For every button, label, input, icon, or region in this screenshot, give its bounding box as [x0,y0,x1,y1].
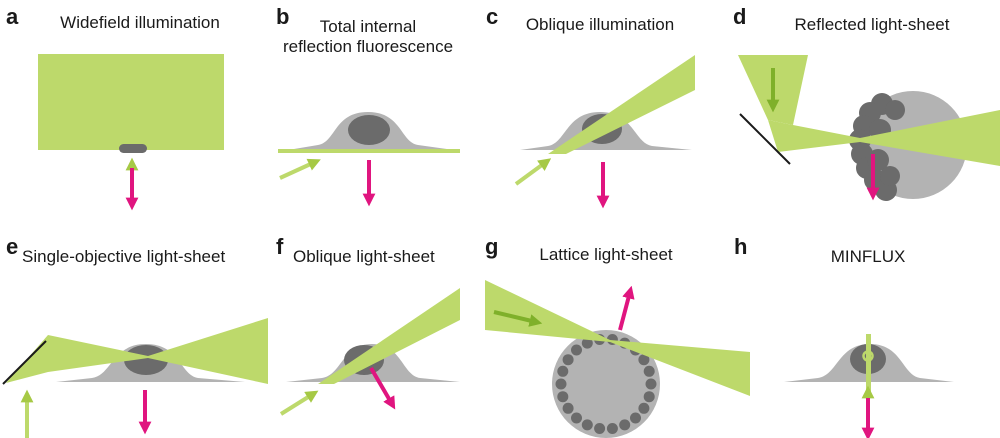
panel-g: g Lattice light-sheet [485,234,750,438]
ring-cell [594,423,606,434]
lattice-light-sheet [485,280,750,396]
ring-cell [619,419,631,431]
panel-b-title-line2: reflection fluorescence [283,37,453,56]
ring-cell [571,344,582,356]
panel-a-label: a [6,4,19,29]
evanescent-field [278,149,460,153]
panel-d-title: Reflected light-sheet [795,15,950,34]
nucleus [124,345,168,375]
panel-a: a Widefield illumination [6,4,224,211]
ring-cell [630,412,641,424]
ring-cell [581,419,593,431]
widefield-illumination-field [38,54,224,150]
panel-f-label: f [276,234,284,259]
panel-h: h MINFLUX [734,234,954,438]
excitation-arrow [279,158,321,180]
panel-c-label: c [486,4,498,29]
panel-d-label: d [733,4,746,29]
nucleus [348,115,390,145]
reflected-light-sheet [768,110,1000,166]
panel-c-title: Oblique illumination [526,15,674,34]
ring-cell [557,391,569,403]
ring-cell [571,412,582,424]
ring-cell [581,337,593,349]
emission-arrow [618,285,635,331]
mirror [2,340,47,385]
panel-b-title-line1: Total internal [320,17,416,36]
oblique-light-sheet [318,288,460,384]
panel-f-title: Oblique light-sheet [293,247,435,266]
emission-arrow [369,366,396,410]
excitation-arrow [493,310,543,327]
excitation-beam [866,334,871,392]
ring-cell [562,354,574,366]
excitation-arrow [279,390,319,416]
ring-cell [606,423,618,434]
panel-g-title: Lattice light-sheet [539,245,673,264]
mirror [739,113,791,165]
ring-cell [562,402,574,414]
cell-cluster [849,93,905,201]
ring-cell [643,391,655,403]
ring-cell [638,402,650,414]
ring-cell [555,378,567,390]
sample [119,144,147,153]
sample-sphere [552,330,660,438]
panel-a-title: Widefield illumination [60,13,220,32]
oblique-beam [548,55,695,154]
ring-cell [557,365,569,377]
ring-cell [645,378,657,390]
ring-cell [638,354,650,366]
light-sheet [6,318,268,384]
panel-b: b Total internal reflection fluorescence [276,4,460,207]
panel-h-label: h [734,234,747,259]
panel-h-title: MINFLUX [831,247,906,266]
minflux-doughnut [862,350,874,362]
panel-e: e Single-objective light-sheet [2,234,268,438]
panel-b-label: b [276,4,289,29]
panel-g-label: g [485,234,498,259]
panel-e-title: Single-objective light-sheet [22,247,225,266]
panel-c: c Oblique illumination [486,4,695,209]
panel-f: f Oblique light-sheet [276,234,460,416]
panel-e-label: e [6,234,18,259]
excitation-arrow [514,158,552,186]
panel-d: d Reflected light-sheet [733,4,1000,201]
ring-cell [643,365,655,377]
